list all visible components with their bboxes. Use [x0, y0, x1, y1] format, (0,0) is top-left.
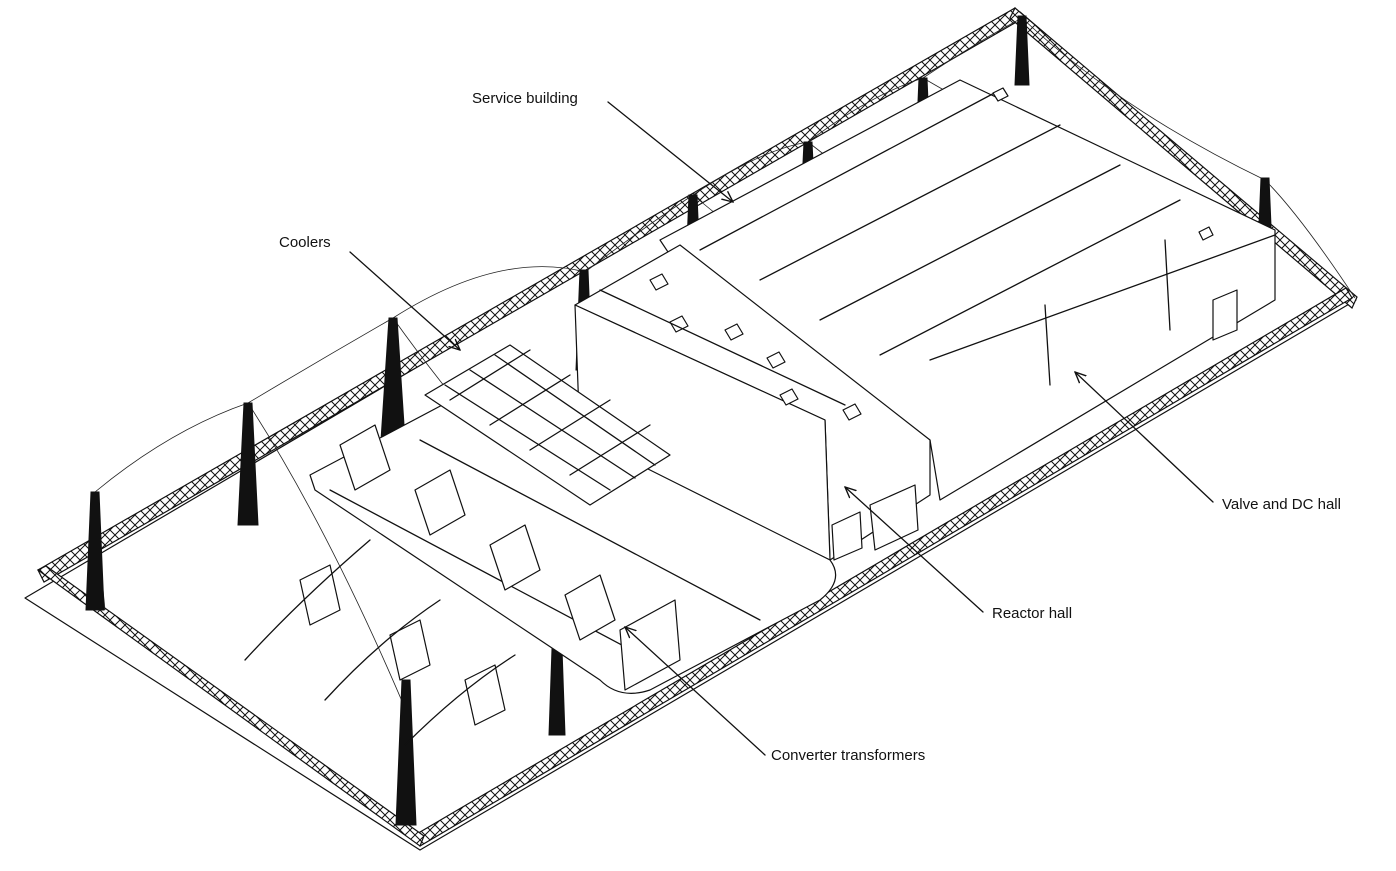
leader-coolers — [349, 251, 460, 350]
leader-lines — [349, 101, 1214, 756]
converter-transformer-yard — [309, 384, 837, 694]
leader-reactor-hall — [845, 487, 984, 613]
leader-valve-dc-hall — [1075, 372, 1214, 503]
leader-service-building — [607, 101, 733, 202]
label-reactor-hall: Reactor hall — [992, 605, 1072, 622]
label-service-building: Service building — [472, 90, 578, 107]
reactor-hall-building — [574, 244, 931, 561]
valve-dc-hall-building — [659, 79, 1276, 501]
label-valve-dc-hall: Valve and DC hall — [1222, 496, 1341, 513]
label-converter-transformers: Converter transformers — [771, 747, 925, 764]
transformer-units — [339, 424, 681, 691]
ac-yard-equipment — [244, 539, 516, 746]
label-coolers: Coolers — [279, 234, 331, 251]
cooler-bank — [424, 344, 671, 506]
leader-converter-transformers — [625, 627, 766, 756]
